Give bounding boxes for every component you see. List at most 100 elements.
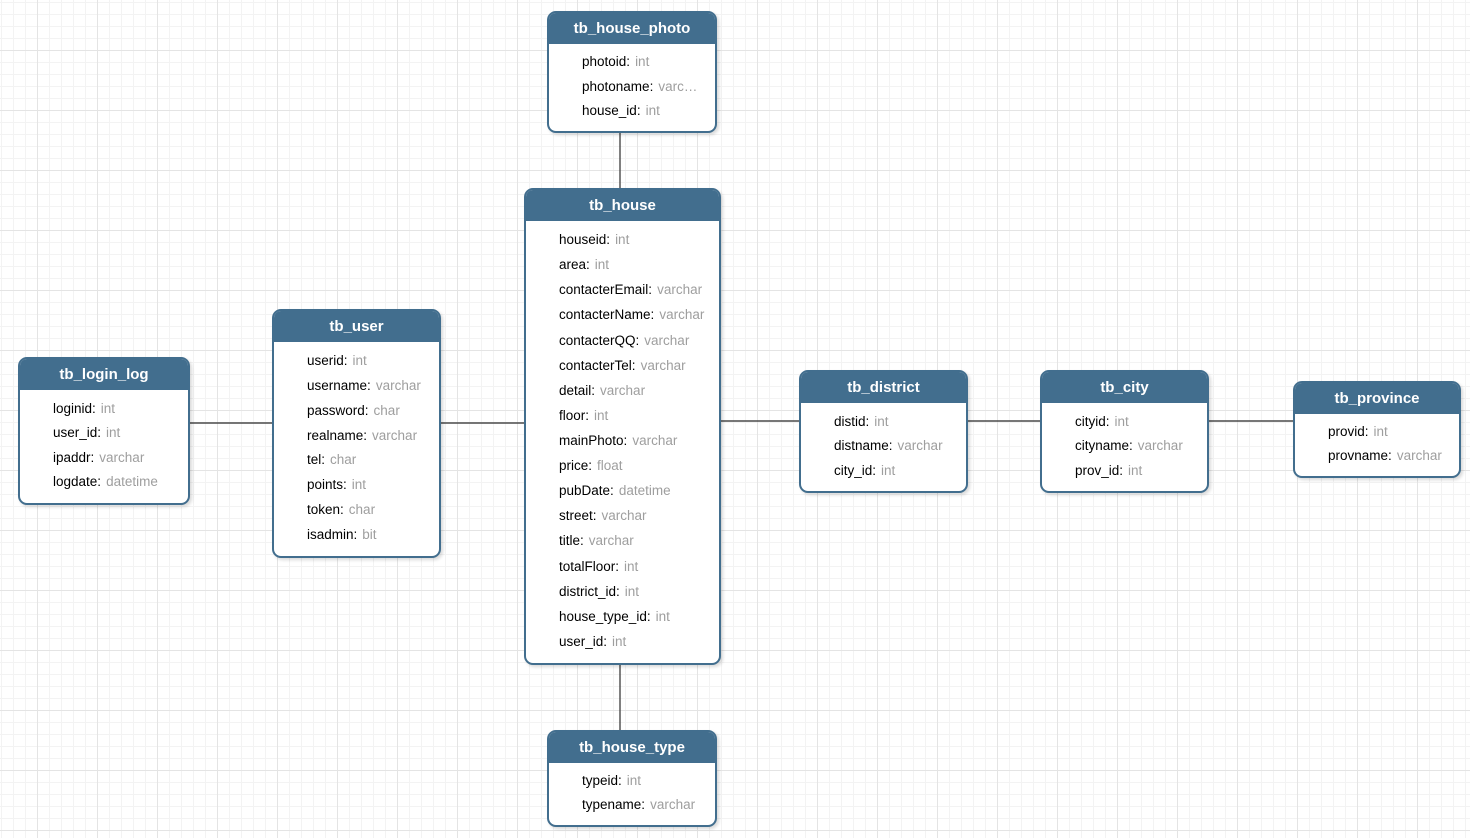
table-tb_house[interactable]: tb_househouseidintareaintcontacterEmailv… (524, 188, 721, 665)
field-row-mainPhoto[interactable]: mainPhoto varchar (526, 432, 715, 450)
field-type: int (106, 425, 121, 441)
field-name: totalFloor (559, 559, 619, 574)
field-row-city_id[interactable]: city_idint (801, 462, 962, 480)
field-type: varchar (632, 432, 678, 448)
field-row-totalFloor[interactable]: totalFloor int (526, 558, 715, 576)
field-row-floor[interactable]: floorint (526, 407, 715, 425)
table-title[interactable]: tb_user (274, 311, 439, 342)
table-field-list: typeid int typename varchar (549, 763, 715, 825)
field-type: int (352, 352, 367, 368)
field-row-tel[interactable]: telchar (274, 451, 435, 469)
field-type: int (594, 257, 610, 273)
field-row-contacterTel[interactable]: contacterTel varchar (526, 357, 715, 375)
field-row-realname[interactable]: realnamevarchar (274, 427, 435, 445)
field-row-photoname[interactable]: photonamevarc… (549, 78, 711, 96)
table-title[interactable]: tb_province (1295, 383, 1459, 414)
field-name: floor (559, 408, 589, 423)
field-row-logdate[interactable]: logdatedatetime (20, 473, 184, 491)
field-type: datetime (618, 483, 671, 499)
field-type: bit (362, 527, 377, 542)
field-name: street (559, 508, 597, 523)
table-title[interactable]: tb_district (801, 372, 966, 403)
field-row-provid[interactable]: providint (1295, 423, 1455, 441)
field-row-ipaddr[interactable]: ipaddrvarchar (20, 449, 184, 467)
field-row-isadmin[interactable]: isadminbit (274, 526, 435, 544)
field-row-token[interactable]: tokenchar (274, 501, 435, 519)
field-name: mainPhoto (559, 433, 627, 448)
field-name: password (307, 403, 369, 418)
field-name: provname (1328, 448, 1392, 463)
field-row-title[interactable]: titlevarchar (526, 532, 715, 550)
field-row-cityname[interactable]: citynamevarchar (1042, 437, 1203, 455)
field-row-contacterQQ[interactable]: contacterQQvarchar (526, 332, 715, 350)
table-title[interactable]: tb_city (1042, 372, 1207, 403)
field-row-price[interactable]: pricefloat (526, 457, 715, 475)
table-title[interactable]: tb_house_type (549, 732, 715, 763)
field-type: varchar (601, 508, 647, 524)
table-tb_city[interactable]: tb_city cityidint citynamevarchar prov_idin… (1040, 370, 1209, 493)
field-row-distid[interactable]: distidint (801, 413, 962, 431)
field-type: varc… (658, 78, 698, 94)
field-row-pubDate[interactable]: pubDatedatetime (526, 482, 715, 500)
field-type: int (624, 583, 640, 599)
field-name: contacterEmail (559, 282, 652, 297)
field-row-houseid[interactable]: houseidint (526, 231, 715, 249)
field-row-loginid[interactable]: loginidint (20, 400, 184, 418)
field-row-distname[interactable]: distnamevarchar (801, 437, 962, 455)
field-type: varchar (640, 357, 686, 373)
field-row-points[interactable]: points int (274, 476, 435, 494)
field-row-provname[interactable]: provnamevarchar (1295, 447, 1455, 465)
field-type: int (645, 102, 660, 118)
field-type: int (1373, 424, 1388, 439)
field-row-photoid[interactable]: photoid int (549, 53, 711, 71)
field-type: int (624, 558, 639, 574)
field-row-district_id[interactable]: district_idint (526, 583, 715, 601)
table-title[interactable]: tb_house_photo (549, 13, 715, 44)
field-type: datetime (106, 474, 158, 490)
field-type: int (635, 54, 650, 70)
field-type: varchar (650, 797, 696, 812)
field-row-prov_id[interactable]: prov_idint (1042, 462, 1203, 480)
table-field-list: providint provnamevarchar (1295, 414, 1459, 476)
table-tb_login_log[interactable]: tb_login_log loginidint user_idint ipaddrva… (18, 357, 190, 505)
table-tb_district[interactable]: tb_district distidint distnamevarchar city_… (799, 370, 968, 493)
field-row-username[interactable]: usernamevarchar (274, 377, 435, 395)
field-type: int (881, 462, 896, 478)
field-type: int (351, 477, 367, 493)
field-row-house_id[interactable]: house_idint (549, 102, 711, 120)
field-row-password[interactable]: passwordchar (274, 402, 435, 420)
field-type: varchar (897, 438, 943, 453)
field-row-area[interactable]: areaint (526, 256, 715, 274)
field-type: varchar (588, 533, 634, 549)
field-type: int (626, 773, 642, 788)
field-type: int (615, 232, 630, 248)
field-row-userid[interactable]: userid int (274, 352, 435, 370)
field-name: contacterTel (559, 358, 636, 373)
field-row-street[interactable]: street varchar (526, 507, 715, 525)
field-name: user_id (559, 634, 607, 649)
field-row-user_id[interactable]: user_idint (526, 633, 715, 651)
field-row-contacterEmail[interactable]: contacterEmailvarchar (526, 281, 715, 299)
field-row-cityid[interactable]: cityidint (1042, 413, 1203, 431)
field-row-typeid[interactable]: typeid int (549, 772, 711, 790)
field-name: typename (582, 797, 645, 812)
table-title[interactable]: tb_login_log (20, 359, 188, 390)
field-name: typeid (582, 773, 622, 788)
field-name: username (307, 378, 371, 393)
table-title[interactable]: tb_house (526, 190, 719, 221)
field-name: userid (307, 353, 348, 368)
field-name: photoid (582, 54, 630, 69)
field-row-house_type_id[interactable]: house_type_idint (526, 608, 715, 626)
field-row-contacterName[interactable]: contacterNamevarchar (526, 306, 715, 324)
field-row-detail[interactable]: detailvarchar (526, 382, 715, 400)
table-tb_province[interactable]: tb_province providint provnamevarchar (1293, 381, 1461, 478)
field-row-typename[interactable]: typename varchar (549, 796, 711, 814)
field-row-user_id[interactable]: user_idint (20, 424, 184, 442)
field-name: contacterQQ (559, 333, 639, 348)
field-name: cityname (1075, 438, 1133, 453)
field-name: points (307, 477, 347, 492)
field-name: realname (307, 428, 367, 443)
